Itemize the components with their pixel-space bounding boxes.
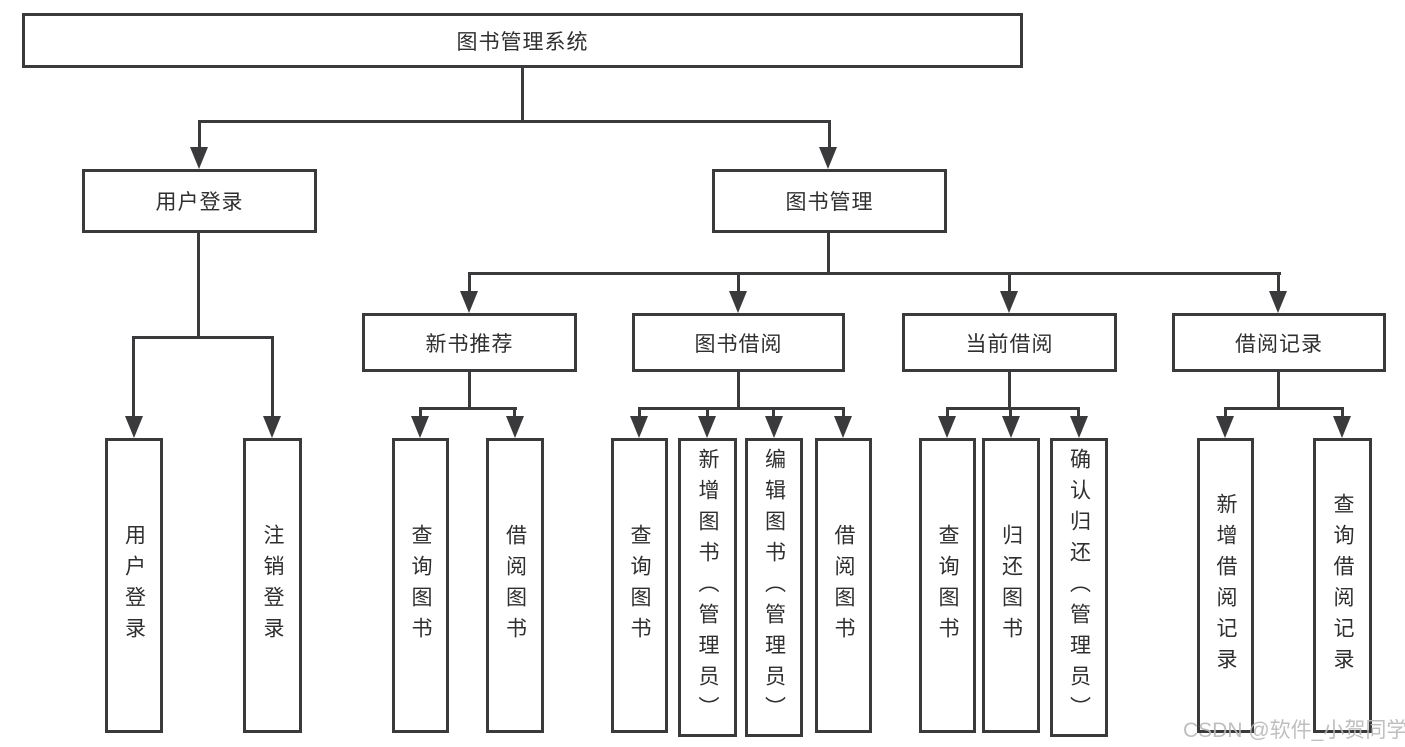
arrow-down-icon [263, 416, 281, 438]
leaf-confirm-return-admin: 确认归还（管理员） [1050, 438, 1108, 737]
connector-line [271, 336, 274, 418]
node-label: 查询图书 [409, 523, 432, 648]
node-label: 查询图书 [936, 523, 959, 648]
leaf-user-login: 用户登录 [105, 438, 163, 733]
node-label: 新增图书（管理员） [696, 448, 719, 727]
watermark-text: CSDN @软件_小贺同学 [1183, 719, 1405, 742]
node-user-login: 用户登录 [82, 169, 317, 233]
node-label: 查询借阅记录 [1331, 492, 1354, 679]
connector-line [419, 407, 422, 418]
arrow-down-icon [698, 416, 716, 438]
arrow-down-icon [1070, 416, 1088, 438]
arrow-down-icon [411, 416, 429, 438]
arrow-down-icon [1269, 291, 1287, 313]
connector-line [197, 233, 200, 336]
node-current-borrowing: 当前借阅 [902, 313, 1117, 372]
node-label: 注销登录 [261, 523, 284, 648]
arrow-down-icon [1002, 416, 1020, 438]
connector-line [1277, 372, 1280, 407]
connector-line [1009, 407, 1012, 418]
leaf-add-books-admin: 新增图书（管理员） [678, 438, 737, 737]
node-label: 借阅图书 [832, 523, 855, 648]
leaf-query-borrow-record: 查询借阅记录 [1313, 438, 1372, 733]
connector-line [638, 407, 641, 418]
node-label: 图书管理系统 [456, 30, 589, 54]
connector-line [827, 233, 830, 272]
connector-line [198, 120, 201, 150]
node-label: 用户登录 [155, 191, 244, 214]
arrow-down-icon [938, 416, 956, 438]
leaf-add-borrow-record: 新增借阅记录 [1197, 438, 1254, 733]
node-label: 新书推荐 [425, 332, 514, 356]
node-label: 当前借阅 [965, 332, 1054, 356]
connector-line [737, 272, 740, 292]
node-book-borrowing: 图书借阅 [632, 313, 845, 372]
leaf-query-books-3: 查询图书 [919, 438, 976, 733]
connector-line [1277, 272, 1280, 292]
node-label: 确认归还（管理员） [1067, 448, 1091, 727]
connector-line [946, 407, 949, 418]
connector-line [468, 272, 471, 292]
node-label: 新增借阅记录 [1214, 492, 1237, 679]
node-label: 图书管理 [785, 191, 874, 214]
node-library-system: 图书管理系统 [22, 13, 1023, 68]
connector-line [828, 120, 831, 150]
connector-line [772, 407, 775, 418]
arrow-down-icon [506, 416, 524, 438]
connector-line [132, 336, 135, 418]
connector-line [132, 336, 274, 339]
connector-line [1224, 407, 1343, 410]
node-label: 用户登录 [122, 523, 146, 648]
arrow-down-icon [190, 147, 208, 169]
connector-line [1341, 407, 1344, 418]
connector-line [513, 407, 516, 418]
leaf-query-books-1: 查询图书 [392, 438, 449, 733]
arrow-down-icon [125, 416, 143, 438]
node-borrowing-records: 借阅记录 [1172, 313, 1386, 372]
leaf-query-books-2: 查询图书 [611, 438, 668, 733]
connector-line [1008, 272, 1011, 292]
arrow-down-icon [630, 416, 648, 438]
leaf-edit-books-admin: 编辑图书（管理员） [745, 438, 803, 737]
connector-line [1008, 372, 1011, 407]
node-book-management: 图书管理 [712, 169, 947, 233]
leaf-logout: 注销登录 [243, 438, 302, 733]
connector-line [198, 120, 830, 123]
connector-line [1224, 407, 1227, 418]
connector-line [842, 407, 845, 418]
node-new-book-recommendation: 新书推荐 [362, 313, 577, 372]
connector-line [521, 68, 524, 120]
connector-line [1077, 407, 1080, 418]
node-label: 查询图书 [628, 523, 651, 648]
arrow-down-icon [729, 291, 747, 313]
leaf-borrow-books-1: 借阅图书 [486, 438, 544, 733]
arrow-down-icon [819, 147, 837, 169]
connector-line [706, 407, 709, 418]
arrow-down-icon [1216, 416, 1234, 438]
connector-line [419, 407, 517, 410]
connector-line [468, 372, 471, 407]
node-label: 图书借阅 [694, 332, 783, 356]
node-label: 归还图书 [999, 523, 1023, 648]
leaf-borrow-books-2: 借阅图书 [815, 438, 872, 733]
connector-line [638, 407, 845, 410]
connector-line [946, 407, 1080, 410]
arrow-down-icon [765, 416, 783, 438]
connector-line [468, 272, 1281, 275]
connector-line [737, 372, 740, 407]
node-label: 借阅图书 [503, 523, 527, 648]
arrow-down-icon [460, 291, 478, 313]
leaf-return-books: 归还图书 [982, 438, 1040, 733]
node-label: 编辑图书（管理员） [762, 448, 786, 727]
node-label: 借阅记录 [1235, 332, 1323, 356]
arrow-down-icon [1000, 291, 1018, 313]
arrow-down-icon [1333, 416, 1351, 438]
arrow-down-icon [834, 416, 852, 438]
